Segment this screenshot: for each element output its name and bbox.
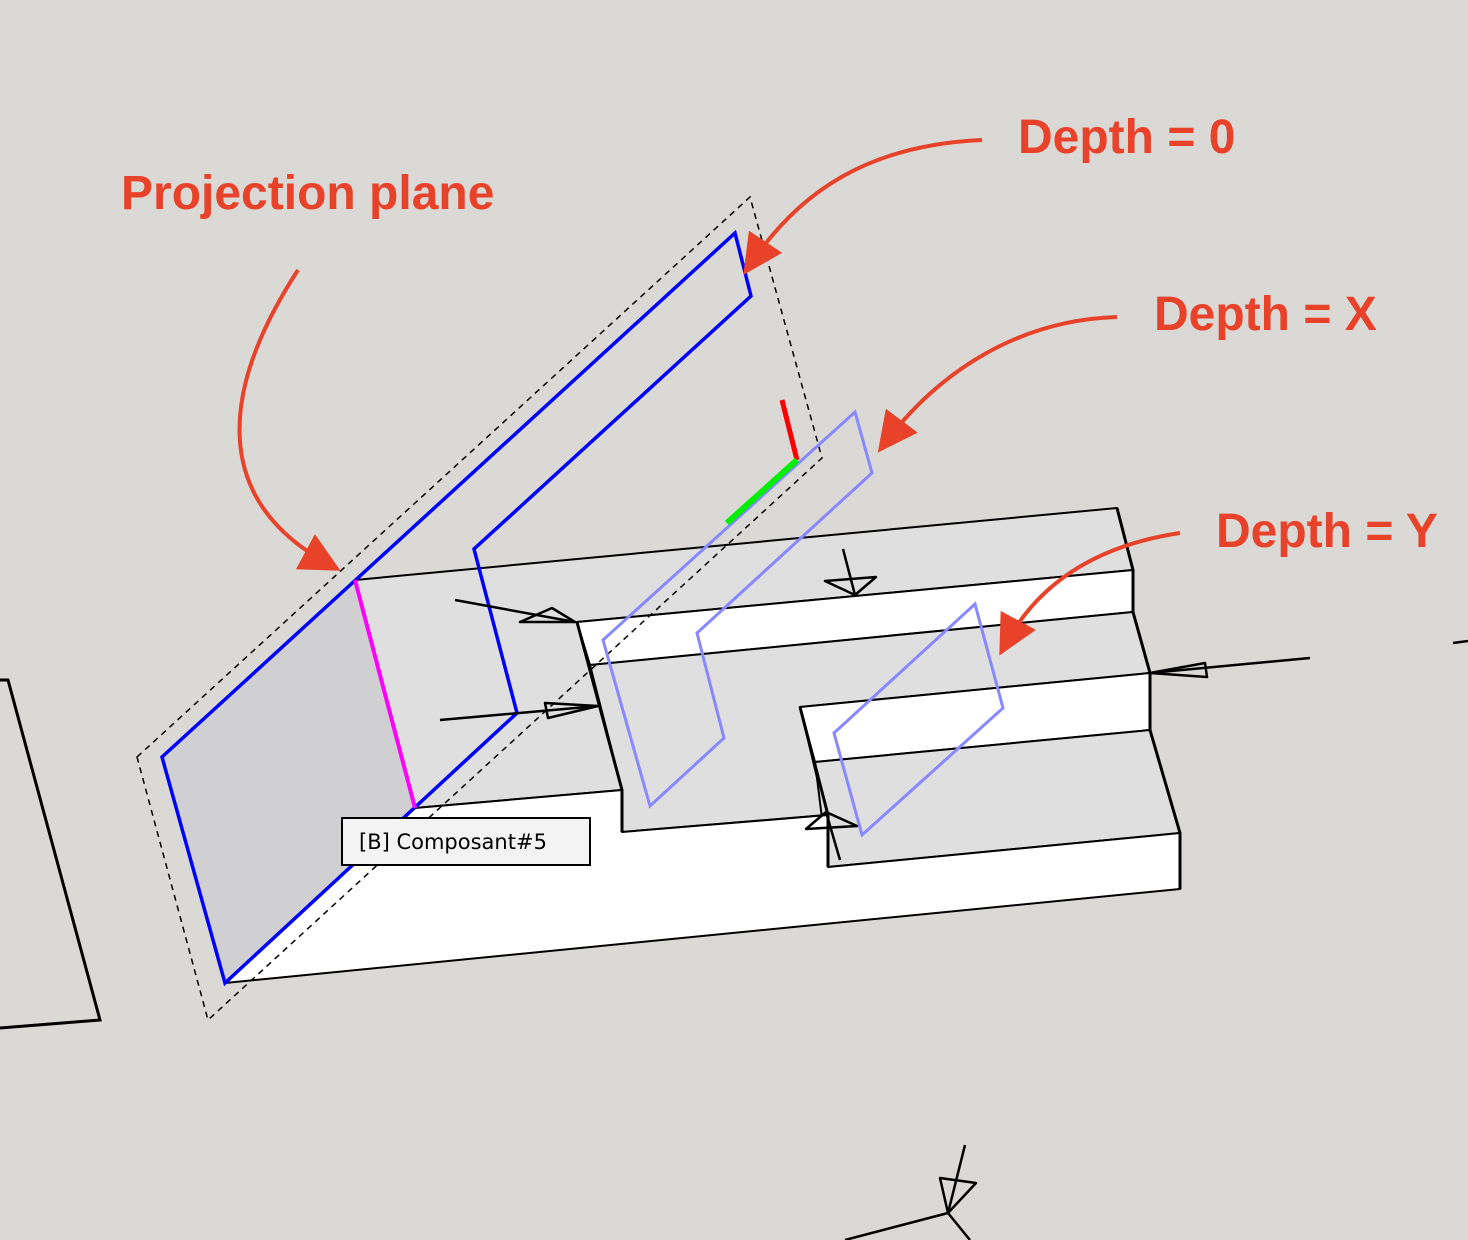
- arrow-depth-x: [877, 315, 1118, 453]
- arrow-projection-plane: [237, 268, 341, 571]
- axis-red: [779, 399, 800, 461]
- axis-green: [724, 457, 800, 526]
- selection-bounding-box: [136, 195, 823, 1022]
- label-depth-0: Depth = 0: [1018, 111, 1236, 164]
- annotation-arrows: [237, 138, 1181, 656]
- projection-face: [162, 580, 415, 983]
- projection-plane-outline[interactable]: [160, 229, 753, 987]
- label-depth-y: Depth = Y: [1216, 505, 1438, 558]
- neighbor-object[interactable]: [0, 678, 102, 1030]
- edge-step: [575, 621, 624, 832]
- component-tooltip: [B] Composant#5: [341, 817, 591, 866]
- selected-edge[interactable]: [353, 579, 417, 809]
- label-projection-plane: Projection plane: [121, 167, 495, 220]
- arrow-depth-0: [743, 138, 983, 275]
- label-depth-x: Depth = X: [1154, 288, 1377, 341]
- projection-depth-y[interactable]: [832, 601, 1005, 838]
- arrow-depth-y: [999, 531, 1181, 656]
- direction-arrows: [439, 548, 1468, 1240]
- projection-depth-x[interactable]: [601, 409, 874, 809]
